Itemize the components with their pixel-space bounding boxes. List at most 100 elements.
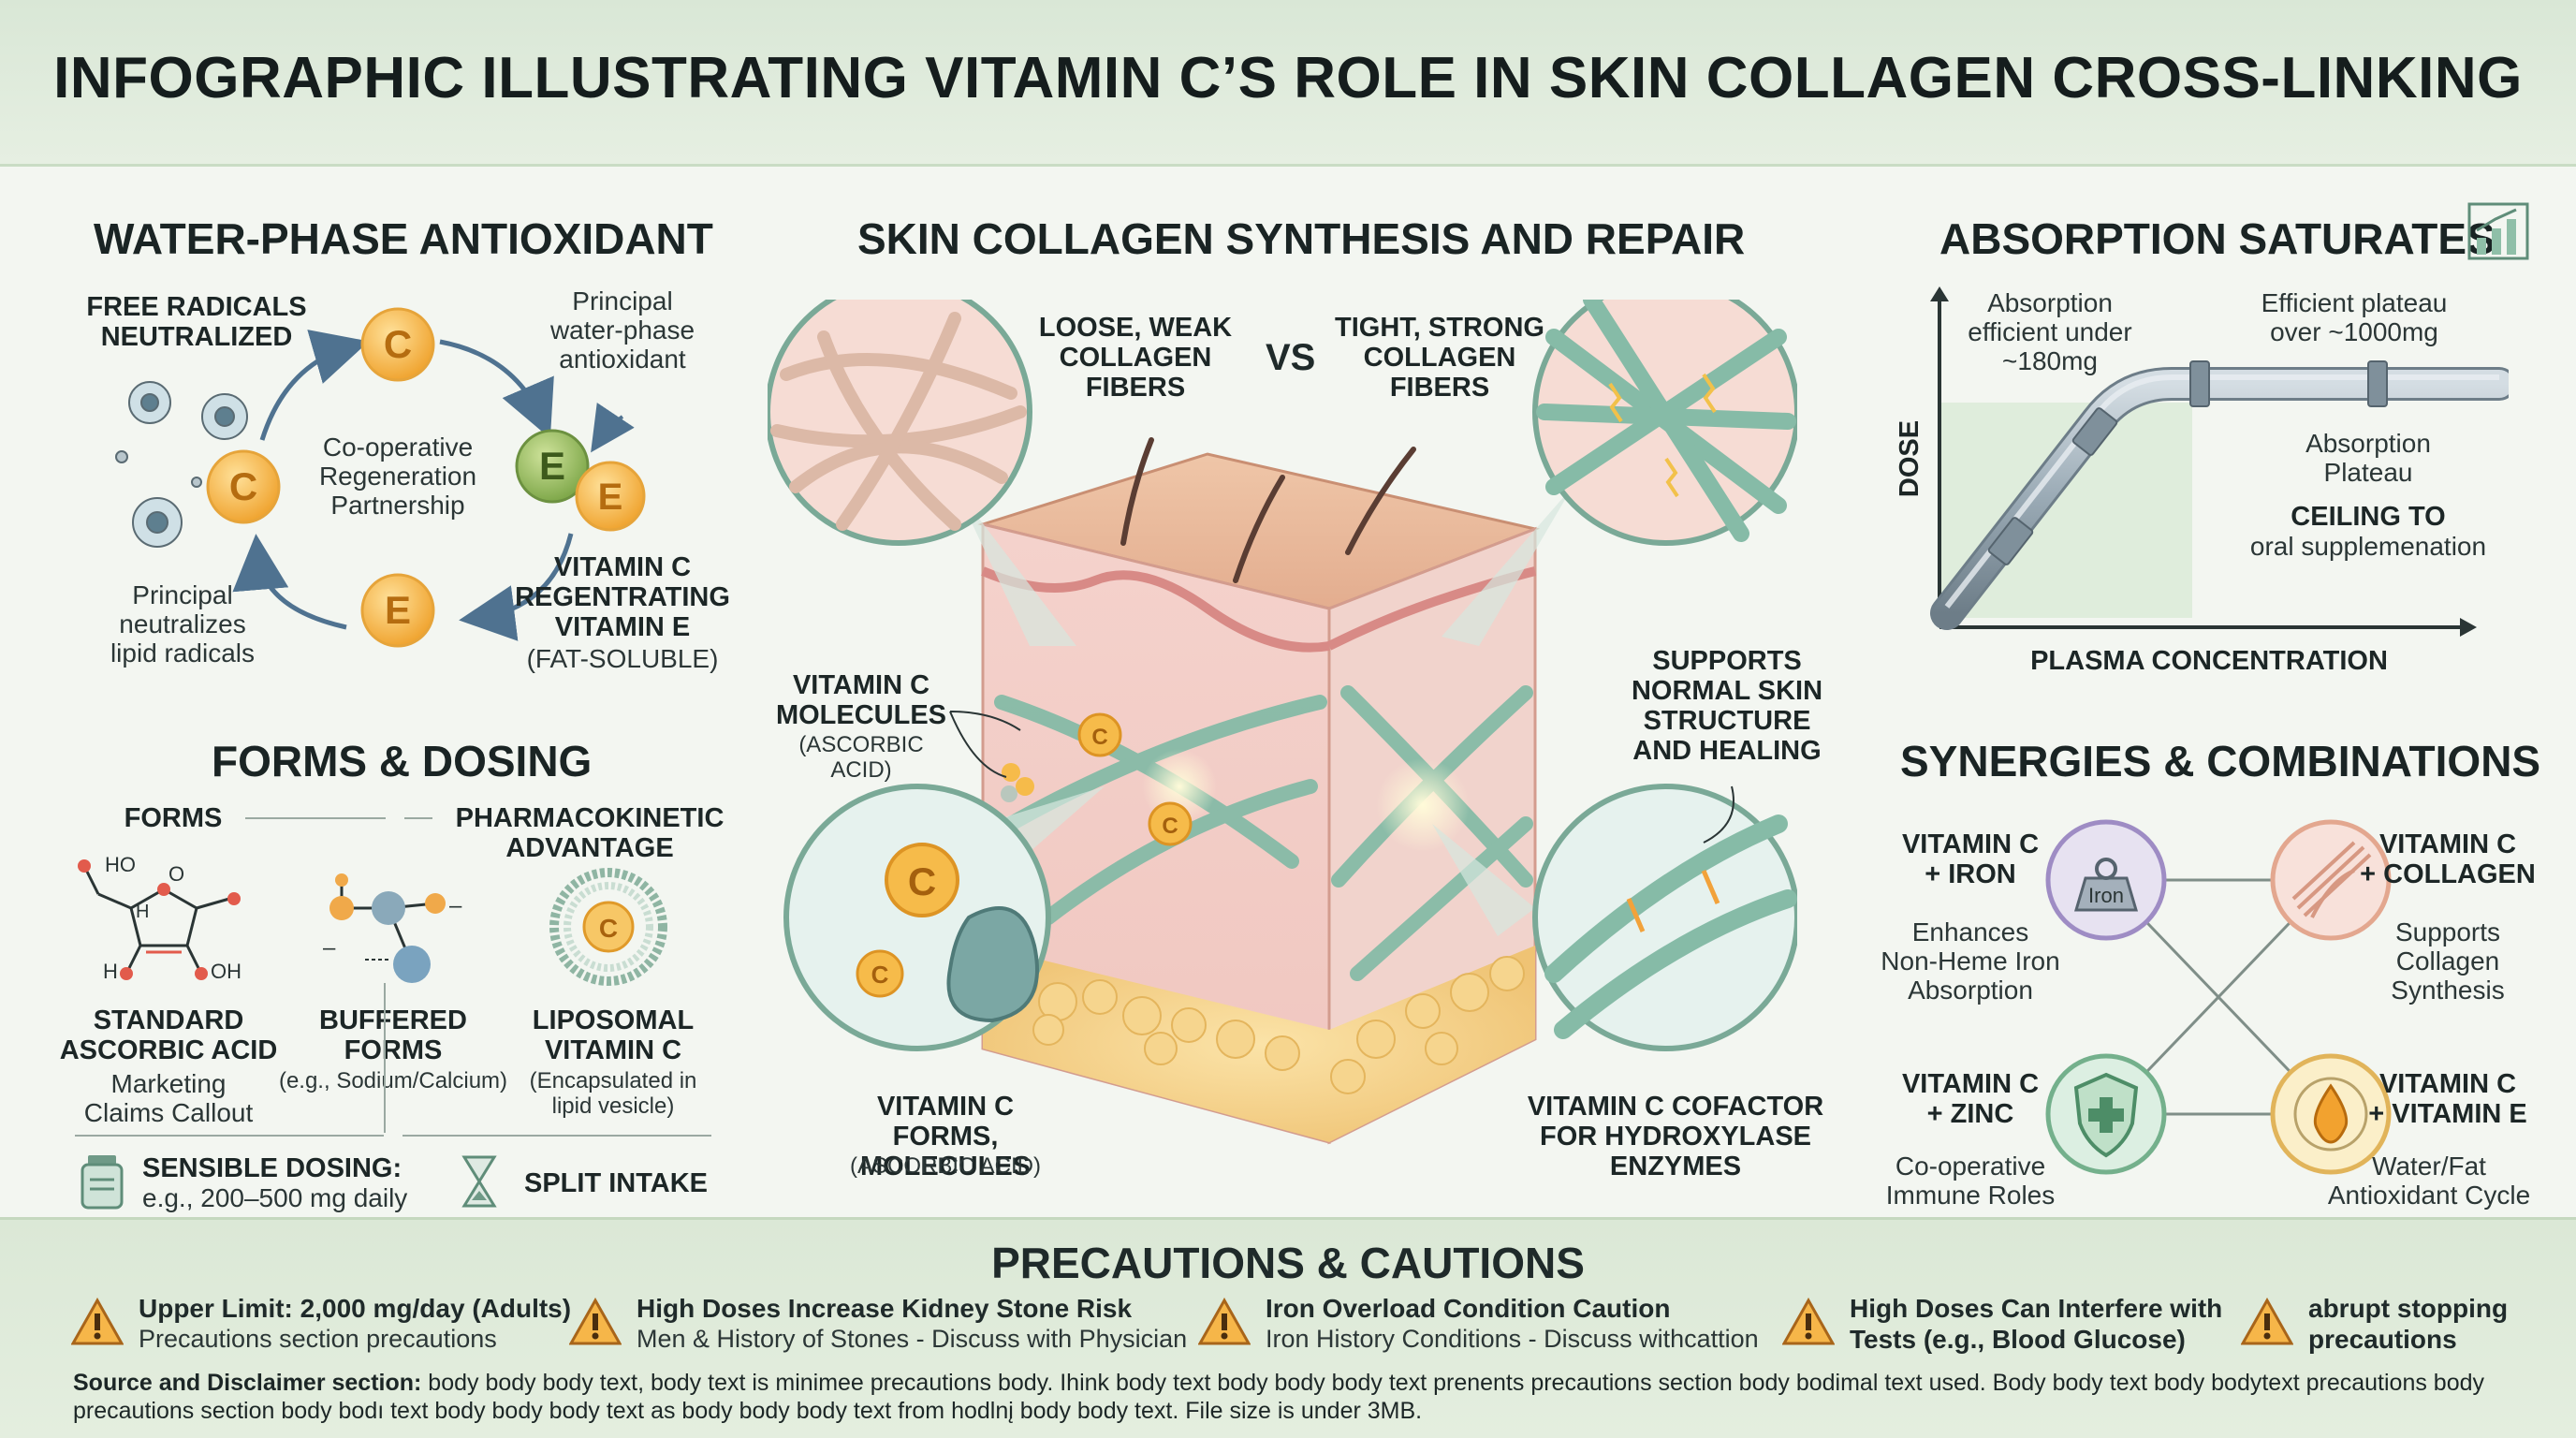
tight-fibers-magnifier	[1442, 300, 1797, 646]
liposomal-form-title: LIPOSOMAL VITAMIN C	[532, 1005, 695, 1065]
ceiling-title: CEILING TO	[2291, 502, 2446, 532]
ascorbic-acid-label: (ASCORBIC ACID)	[798, 732, 924, 783]
svg-text:H: H	[103, 960, 118, 983]
warning-icon	[2241, 1298, 2293, 1345]
zinc-title: VITAMIN C + ZINC	[1901, 1069, 2040, 1129]
liposome-icon: C	[549, 868, 667, 986]
collagen-fiber-icon	[2270, 819, 2392, 941]
antioxidant-heading: WATER-PHASE ANTIOXIDANT	[94, 214, 713, 263]
svg-text:E: E	[385, 588, 411, 632]
vitamin-e-icon: E	[515, 429, 590, 504]
y-axis-label: DOSE	[1895, 419, 1925, 498]
split-intake-label: SPLIT INTAKE	[524, 1168, 709, 1198]
page-title: INFOGRAPHIC ILLUSTRATING VITAMIN C’S ROL…	[53, 46, 2523, 110]
loose-fibers-label: LOOSE, WEAK COLLAGEN FIBERS	[1038, 313, 1233, 403]
forms-heading: FORMS & DOSING	[212, 737, 593, 785]
warning-icon	[569, 1298, 622, 1345]
svg-text:C: C	[384, 322, 412, 366]
free-radicals-label: FREE RADICALS NEUTRALIZED	[86, 292, 307, 352]
buffered-molecule-icon: – –	[323, 873, 462, 983]
sensible-dosing-sub: e.g., 200–500 mg daily	[142, 1183, 408, 1212]
plateau-label: Absorption Plateau	[2305, 429, 2431, 487]
ceiling-sub: oral supplemenation	[2249, 532, 2487, 561]
cofactor-label: VITAMIN C COFACTOR FOR HYDROXYLASE ENZYM…	[1527, 1092, 1824, 1181]
vitamin-c-cell-magnifier: C C	[783, 784, 1105, 1051]
synergy-network-diagram: Iron	[2045, 819, 2392, 1175]
standard-form-title: STANDARD ASCORBIC ACID	[59, 1005, 278, 1065]
fat-soluble-label: (FAT-SOLUBLE)	[526, 644, 719, 673]
iron-sub: Enhances Non-Heme Iron Absorption	[1881, 917, 2060, 1005]
plateau-over-label: Efficient plateau over ~1000mg	[2261, 288, 2448, 346]
iron-icon: Iron	[2045, 819, 2167, 941]
divider	[402, 1135, 711, 1137]
svg-text:C: C	[871, 961, 889, 989]
vitamin-e-icon: E	[575, 461, 646, 532]
lipid-radicals-label: Principal neutralizes lipid radicals	[110, 580, 256, 668]
svg-text:E: E	[539, 444, 565, 488]
vitamin-c-molecules-label: VITAMIN C MOLECULES	[775, 670, 947, 730]
antioxidant-drop-icon	[2270, 1053, 2392, 1175]
cooperative-label: Co-operative Regeneration Partnership	[318, 433, 477, 520]
regenerating-label: VITAMIN C REGENTRATING VITAMIN E	[515, 552, 730, 642]
collagen-sub: Supports Collagen Synthesis	[2391, 917, 2505, 1005]
forms-label: FORMS	[124, 803, 223, 833]
svg-text:C: C	[229, 464, 257, 508]
svg-text:C: C	[908, 859, 936, 903]
tight-fibers-label: TIGHT, STRONG COLLAGEN FIBERS	[1335, 313, 1544, 403]
pill-bottle-icon	[80, 1155, 124, 1210]
svg-text:OH: OH	[211, 960, 242, 983]
buffered-form-title: BUFFERED FORMS	[319, 1005, 467, 1065]
svg-text:C: C	[1091, 725, 1107, 750]
source-disclaimer: Source and Disclaimer section: body body…	[73, 1370, 2485, 1424]
zinc-sub: Co-operative Immune Roles	[1885, 1152, 2056, 1210]
precautions-band	[0, 1217, 2576, 1438]
skin-cross-section-diagram: C C C C	[768, 300, 1797, 1145]
absorption-pipe-chart	[1930, 286, 2509, 637]
warning-icon	[71, 1298, 124, 1345]
vitamin-c-icon: C	[206, 449, 281, 524]
vitamin-c-icon: C	[360, 307, 435, 382]
standard-form-sub: Marketing Claims Callout	[83, 1069, 254, 1127]
fat-layer	[983, 946, 1535, 1142]
hourglass-icon	[461, 1155, 497, 1208]
svg-text:H: H	[136, 902, 149, 922]
antioxidant-cycle-diagram: C C E E E	[115, 307, 646, 648]
vite-title: VITAMIN C + VITAMIN E	[2368, 1069, 2527, 1129]
precautions-heading: PRECAUTIONS & CAUTIONS	[991, 1239, 1585, 1287]
vitamin-e-icon: E	[360, 573, 435, 648]
liposomal-form-sub: (Encapsulated in lipid vesicle)	[529, 1068, 697, 1119]
buffered-form-sub: (e.g., Sodium/Calcium)	[278, 1068, 508, 1093]
warning-icon	[1782, 1298, 1835, 1345]
svg-text:HO: HO	[105, 853, 136, 876]
collagen-heading: SKIN COLLAGEN SYNTHESIS AND REPAIR	[857, 214, 1746, 263]
vite-sub: Water/Fat Antioxidant Cycle	[2327, 1152, 2531, 1210]
principal-antioxidant-label: Principal water-phase antioxidant	[549, 286, 695, 374]
growth-chart-icon	[2467, 202, 2529, 260]
x-axis-label: PLASMA CONCENTRATION	[2030, 646, 2388, 676]
divider	[75, 1135, 384, 1137]
svg-text:–: –	[323, 935, 336, 961]
vitamin-c-forms-sub: (ASCORBIC ACID)	[849, 1153, 1042, 1179]
synergies-heading: SYNERGIES & COMBINATIONS	[1900, 737, 2541, 785]
efficient-under-label: Absorption efficient under ~180mg	[1968, 288, 2132, 375]
free-radical-icon	[115, 381, 248, 548]
svg-text:O: O	[168, 862, 184, 886]
vs-label: VS	[1266, 337, 1316, 378]
title-band	[0, 0, 2576, 167]
divider	[384, 983, 386, 1133]
vitamin-c-forms-label: VITAMIN C FORMS, MOLECULES	[859, 1092, 1032, 1181]
sensible-dosing-title: SENSIBLE DOSING:	[142, 1153, 402, 1183]
supports-skin-label: SUPPORTS NORMAL SKIN STRUCTURE AND HEALI…	[1631, 646, 1823, 766]
vitamin-c-molecule-icon: C C	[1001, 712, 1193, 846]
warning-icon	[1198, 1298, 1251, 1345]
iron-title: VITAMIN C + IRON	[1901, 829, 2040, 889]
svg-text:–: –	[449, 893, 462, 918]
pk-advantage-label: PHARMACOKINETIC ADVANTAGE	[455, 803, 724, 863]
hydroxylase-magnifier	[1432, 784, 1797, 1051]
collagen-title: VITAMIN C + COLLAGEN	[2360, 829, 2536, 889]
svg-text:Iron: Iron	[2088, 884, 2124, 907]
divider	[245, 817, 386, 819]
immune-shield-icon	[2045, 1053, 2167, 1175]
svg-text:E: E	[598, 477, 623, 518]
svg-text:C: C	[599, 914, 618, 943]
